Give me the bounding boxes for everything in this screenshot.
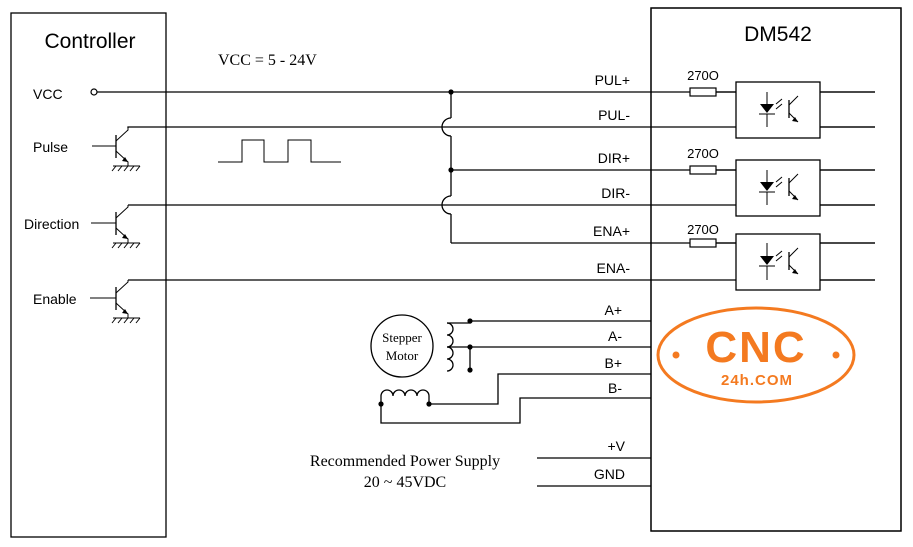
vcc-label: VCC	[33, 86, 63, 102]
optocoupler-2	[735, 159, 821, 217]
motor-label-line2: Motor	[386, 348, 419, 363]
resistor-label-1: 270O	[687, 68, 719, 83]
direction-label: Direction	[24, 216, 79, 232]
resistor-2	[689, 165, 717, 175]
enable-label: Enable	[33, 291, 77, 307]
pin-pul-plus: PUL+	[595, 72, 630, 88]
resistor-label-3: 270O	[687, 222, 719, 237]
power-supply-line2: 20 ~ 45VDC	[364, 474, 446, 491]
vcc-terminal	[90, 88, 98, 96]
controller-box	[10, 12, 167, 538]
optocoupler-3	[735, 233, 821, 291]
pin-ena-minus: ENA-	[597, 260, 631, 276]
pulse-transistor	[92, 128, 141, 172]
pulse-waveform	[218, 139, 341, 163]
vcc-note: VCC = 5 - 24V	[218, 52, 317, 69]
pin-dir-plus: DIR+	[598, 150, 630, 166]
pin-v-plus: +V	[607, 438, 625, 454]
pin-b-minus: B-	[608, 380, 622, 396]
pin-dir-minus: DIR-	[601, 185, 630, 201]
controller-title: Controller	[44, 30, 135, 53]
logo-main-text: CNC	[705, 323, 806, 372]
pin-a-plus: A+	[604, 302, 622, 318]
resistor-3	[689, 238, 717, 248]
pin-b-plus: B+	[604, 355, 622, 371]
pin-a-minus: A-	[608, 328, 622, 344]
pin-gnd: GND	[594, 466, 625, 482]
direction-transistor	[91, 205, 141, 249]
motor-label-line1: Stepper	[382, 330, 422, 345]
pin-pul-minus: PUL-	[598, 107, 630, 123]
power-supply-line1: Recommended Power Supply	[310, 453, 500, 470]
resistor-label-2: 270O	[687, 146, 719, 161]
pin-ena-plus: ENA+	[593, 223, 630, 239]
optocoupler-1	[735, 81, 821, 139]
resistor-1	[689, 87, 717, 97]
vcc-bus	[441, 89, 454, 243]
driver-title: DM542	[744, 23, 812, 46]
enable-transistor	[90, 280, 141, 324]
stepper-motor	[370, 314, 434, 378]
logo-sub-text: 24h.COM	[721, 372, 793, 389]
cnc-logo: CNC 24h.COM	[656, 306, 856, 404]
coil-b	[380, 389, 430, 397]
pulse-label: Pulse	[33, 139, 68, 155]
